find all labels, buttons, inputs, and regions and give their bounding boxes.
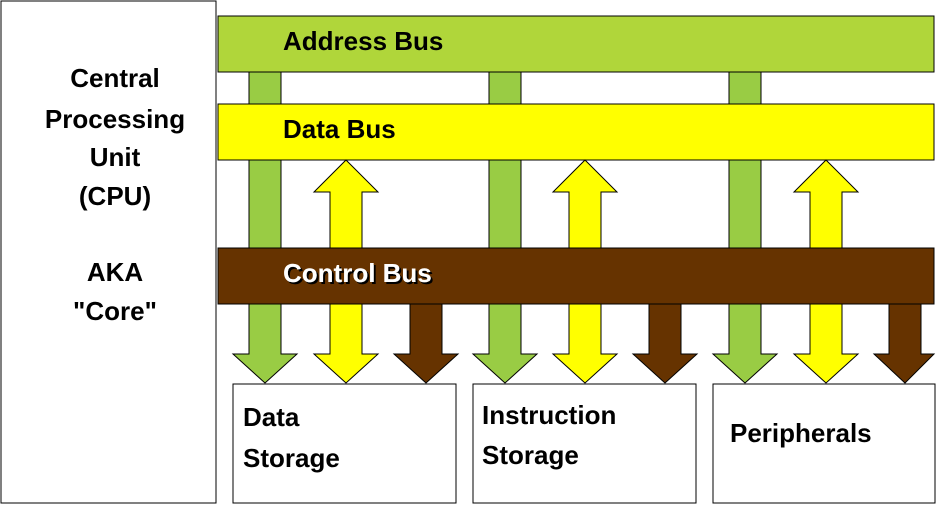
address-arrow-down-3 [711,303,779,384]
address-stem-2 [488,71,522,107]
data-arrow-down-2 [551,303,619,384]
address-bus [217,15,935,73]
instruction-storage-box [472,383,697,504]
data-storage-box [232,383,457,504]
address-stems [248,71,762,107]
cpu-title-line-1: Central [70,63,160,93]
peripherals-box [712,383,936,504]
cpu-aka-line-1: AKA [87,257,144,287]
address-stem-mid-1 [248,159,282,251]
peripherals-label: Peripherals [730,418,872,448]
data-storage-label-line-2: Storage [243,443,340,473]
cpu-box [0,0,217,504]
cpu-title-line-3: Unit [90,142,141,172]
address-stem-mid-3 [728,159,762,251]
address-stem-3 [728,71,762,107]
control-arrow-down-1 [392,303,460,384]
control-bus-label: Control Bus [283,258,432,288]
control-arrow-down-3 [872,303,936,384]
data-arrow-up-3 [792,159,860,249]
address-arrow-down-1 [231,303,299,384]
address-stem-1 [248,71,282,107]
cpu-title-line-2: Processing [45,104,185,134]
data-arrow-up-1 [312,159,380,249]
data-arrow-down-3 [792,303,860,384]
address-stem-mid-2 [488,159,522,251]
cpu-title-line-4: (CPU) [79,181,151,211]
address-bus-label: Address Bus [283,26,443,56]
data-arrow-up-2 [551,159,619,249]
data-arrow-down-1 [312,303,380,384]
address-arrow-down-2 [471,303,539,384]
cpu-aka-line-2: "Core" [73,296,157,326]
instruction-storage-label-line-2: Storage [482,440,579,470]
data-bus [217,103,935,161]
instruction-storage-label-line-1: Instruction [482,400,616,430]
control-bus [217,247,935,305]
control-arrow-down-2 [631,303,699,384]
data-bus-label: Data Bus [283,114,396,144]
data-storage-label-line-1: Data [243,402,300,432]
